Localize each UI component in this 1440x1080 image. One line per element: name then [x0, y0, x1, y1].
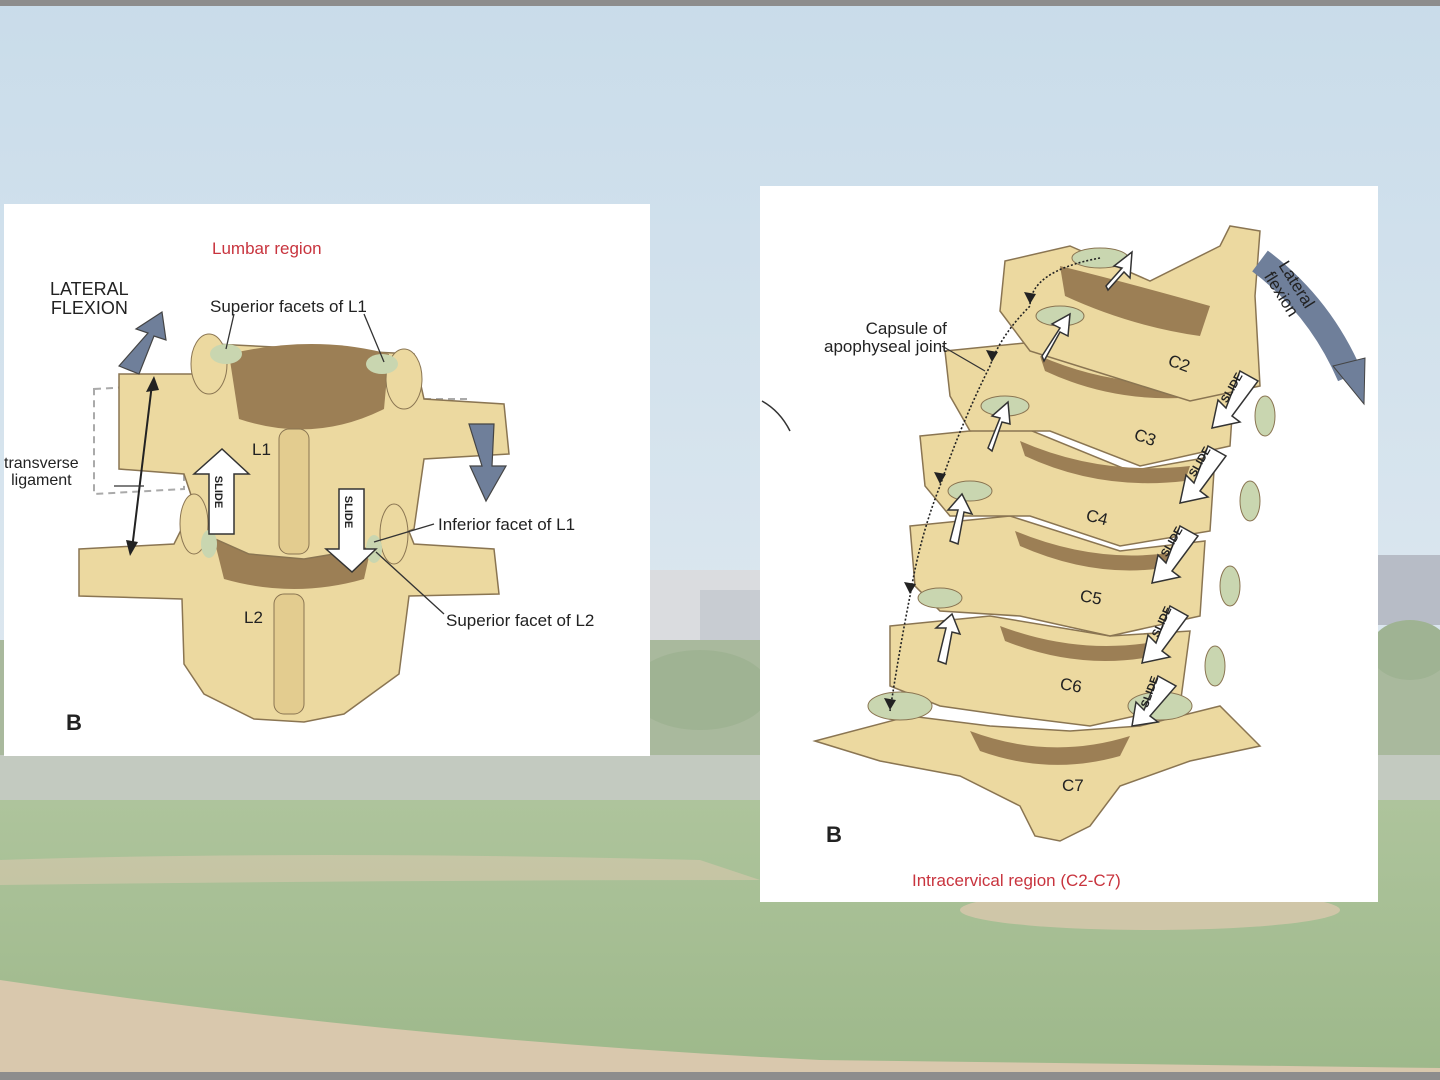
- lumbar-panel-letter: B: [66, 710, 82, 735]
- cervical-vertebrae-illustration: [761, 225, 1366, 842]
- lumbar-figure-panel: Lumbar region LATERAL FLEXION Superior f…: [4, 204, 650, 756]
- capsule-line1: Capsule of: [865, 319, 947, 338]
- vertebra-l1-label: L1: [252, 440, 271, 459]
- cervical-figure-panel: Capsule of apophyseal joint Lateral flex…: [760, 186, 1378, 902]
- slide-label-right: SLIDE: [342, 495, 355, 529]
- lumbar-title: Lumbar region: [212, 239, 322, 258]
- transverse-ligament-label: transverse ligament: [4, 455, 79, 490]
- slide-label-left: SLIDE: [212, 475, 225, 509]
- superior-facet-l2-label: Superior facet of L2: [446, 611, 595, 630]
- vertebra-c6-label: C6: [1058, 674, 1084, 697]
- lumbar-vertebrae-illustration: [78, 310, 510, 723]
- inferior-facet-l1-label: Inferior facet of L1: [438, 515, 576, 534]
- capsule-label: Capsule of apophyseal joint: [824, 320, 947, 356]
- vertebra-c7-label: C7: [1062, 776, 1084, 795]
- ligament-line: ligament: [11, 471, 72, 489]
- transverse-line: transverse: [4, 455, 79, 472]
- vertebra-c5-label: C5: [1078, 586, 1104, 609]
- lateral-flexion-line1: LATERAL: [50, 279, 129, 299]
- lateral-flexion-down-arrow: [468, 423, 508, 503]
- lateral-flexion-line2: FLEXION: [50, 297, 128, 318]
- superior-facets-l1-label: Superior facets of L1: [210, 297, 367, 316]
- cervical-panel-letter: B: [826, 822, 842, 847]
- lateral-flexion-label: LATERAL FLEXION: [50, 280, 129, 318]
- capsule-line2: apophyseal joint: [824, 336, 947, 356]
- cervical-title: Intracervical region (C2-C7): [912, 871, 1121, 890]
- lateral-flexion-up-arrow: [117, 310, 167, 375]
- vertebra-l2-label: L2: [244, 608, 263, 627]
